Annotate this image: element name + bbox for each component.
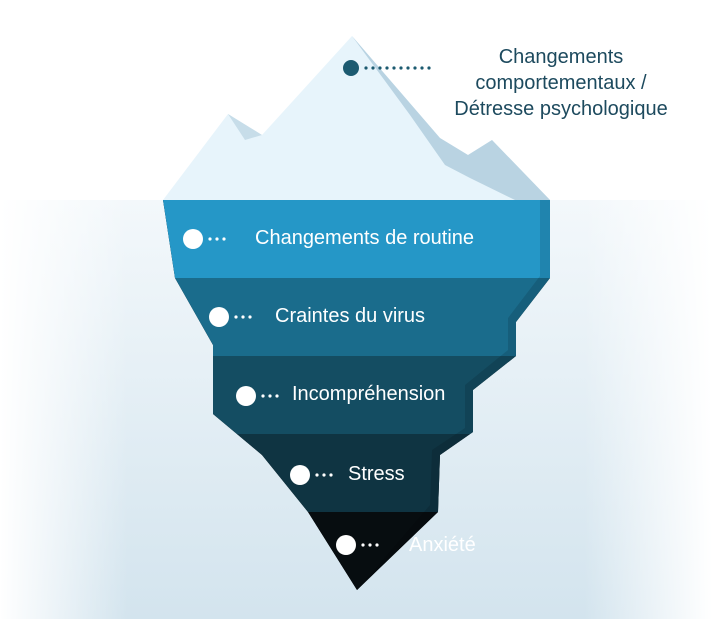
layer-connector-dot — [361, 543, 365, 547]
top-connector-dot — [406, 66, 410, 70]
layer-connector-dot — [315, 473, 319, 477]
top-connector-dot — [371, 66, 375, 70]
layer-band-routine — [163, 200, 550, 278]
top-label-line-1: Changements — [498, 46, 624, 68]
top-connector-dot — [392, 66, 396, 70]
layer-label-anxiete: Anxiété — [409, 534, 476, 556]
layer-connector-dot — [368, 543, 372, 547]
layer-connector-dot — [275, 394, 279, 398]
layer-dot-routine — [183, 229, 203, 249]
top-label-line-2: comportementaux / — [475, 72, 647, 94]
layer-dot-virus — [209, 307, 229, 327]
top-dot — [343, 60, 359, 76]
top-connector-dot — [427, 66, 431, 70]
layer-label-incomprehension: Incompréhension — [292, 383, 446, 405]
layer-connector-dot — [248, 315, 252, 319]
top-connector-dot — [413, 66, 417, 70]
layer-label-stress: Stress — [348, 463, 405, 485]
iceberg-tip-shadow-left — [228, 114, 262, 140]
top-connector-dot — [364, 66, 368, 70]
layer-dot-incomprehension — [236, 386, 256, 406]
top-connector-dot — [378, 66, 382, 70]
layer-connector-dot — [268, 394, 272, 398]
top-connector-dots — [364, 66, 431, 70]
layer-connector-dot — [241, 315, 245, 319]
iceberg-tip-shadow — [352, 36, 550, 200]
top-connector-dot — [420, 66, 424, 70]
top-connector-dot — [385, 66, 389, 70]
layer-connector-dot — [215, 237, 219, 241]
layer-dot-stress — [290, 465, 310, 485]
layer-connector-dot — [329, 473, 333, 477]
layer-connector-dot — [375, 543, 379, 547]
top-label: Changements comportementaux / Détresse p… — [430, 44, 692, 122]
layer-label-virus: Craintes du virus — [275, 305, 426, 327]
top-label-line-3: Détresse psychologique — [454, 98, 668, 120]
layer-connector-dot — [208, 237, 212, 241]
layer-connector-dot — [234, 315, 238, 319]
layer-dot-anxiete — [336, 535, 356, 555]
top-connector-dot — [399, 66, 403, 70]
layer-label-routine: Changements de routine — [255, 227, 475, 249]
layer-connector-dot — [261, 394, 265, 398]
layer-connector-dot — [322, 473, 326, 477]
layer-connector-dot — [222, 237, 226, 241]
